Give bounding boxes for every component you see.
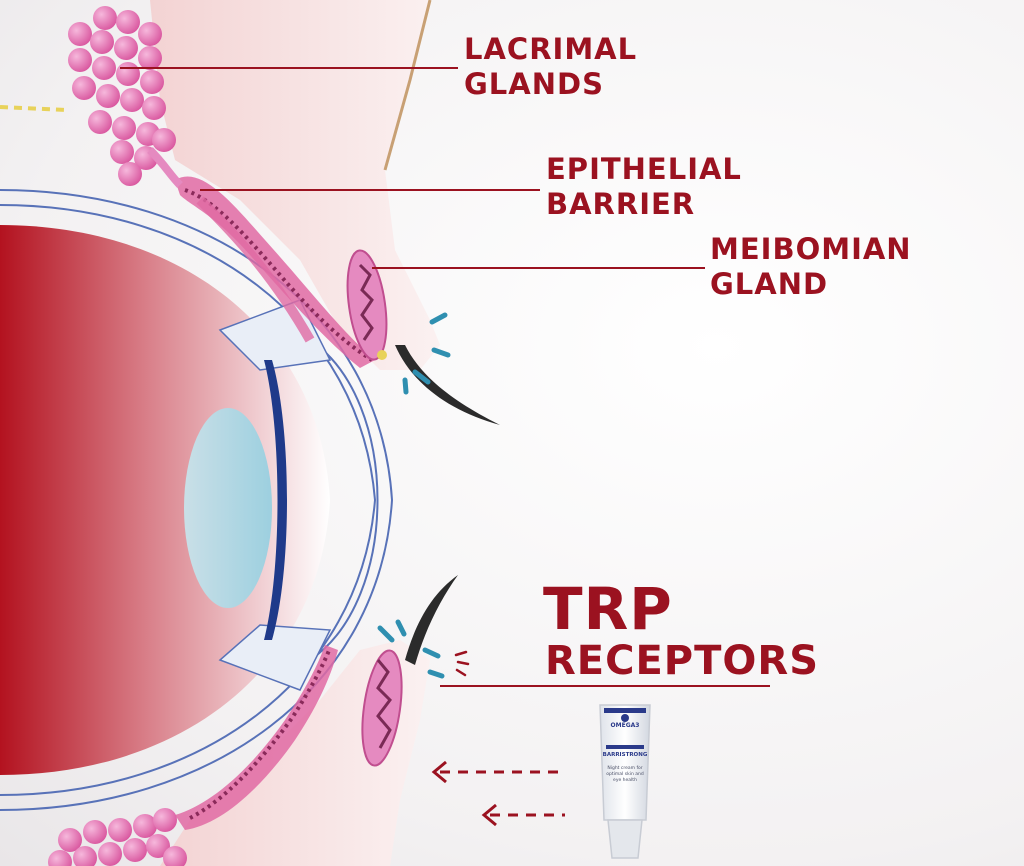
lower-conjunctiva [175,645,338,830]
sclera-outline-inner [0,189,394,811]
upper-eyelash [395,345,500,425]
iris [264,360,287,640]
lacrimal-label-line-2: GLANDS [464,66,604,101]
epithelial-label-line-1: EPITHELIAL [546,152,742,186]
epithelial-barrier-label: EPITHELIAL BARRIER [546,152,742,222]
receptor-activation-marks [454,650,470,677]
lacrimal-label-line-1: LACRIMAL [464,32,638,66]
lacrimal-glands-lower [48,808,187,866]
product-tagline: Night cream for optimal skin and eye hea… [606,766,644,783]
trp-receptors-label: RECEPTORS [545,638,820,684]
lacrimal-glands-upper [68,6,176,186]
meibomian-gland-upper-ducts [358,263,374,341]
lacrimal-duct [147,147,183,188]
lacrimal-glands-label: LACRIMAL GLANDS [464,32,637,102]
product-brand: OMEGA3 [610,722,640,729]
upper-epithelial-dots [184,188,374,362]
meibomian-label-line-1: MEIBOMIAN [710,232,912,266]
product-arrow-lower [481,803,565,827]
meibomian-label-line-2: GLAND [710,266,829,301]
lower-eyelash [405,575,458,665]
product-arrow-upper [431,760,565,784]
upper-conjunctiva-inner [196,196,315,343]
meibomian-gland-lower-ducts [376,659,392,749]
cornea [309,339,379,661]
ciliary-body-lower [218,624,332,691]
product-name: BARRISTRONG [602,752,648,758]
meibomian-gland-lower [361,649,403,767]
epithelial-label-line-2: BARRIER [546,186,696,221]
meibomian-gland-label: MEIBOMIAN GLAND [710,232,912,302]
upper-trp-receptors [402,312,451,395]
lens [184,408,272,608]
product-tube [599,704,651,859]
lower-epithelial-dots [189,647,332,820]
sclera-outline [0,204,377,796]
nerve-dashed-line [0,105,67,112]
meibomian-orifice [377,350,387,360]
lower-trp-receptors [377,619,445,679]
upper-eyelid-edge [383,0,432,171]
ciliary-body-upper [218,299,332,371]
trp-title: TRP [543,575,673,643]
